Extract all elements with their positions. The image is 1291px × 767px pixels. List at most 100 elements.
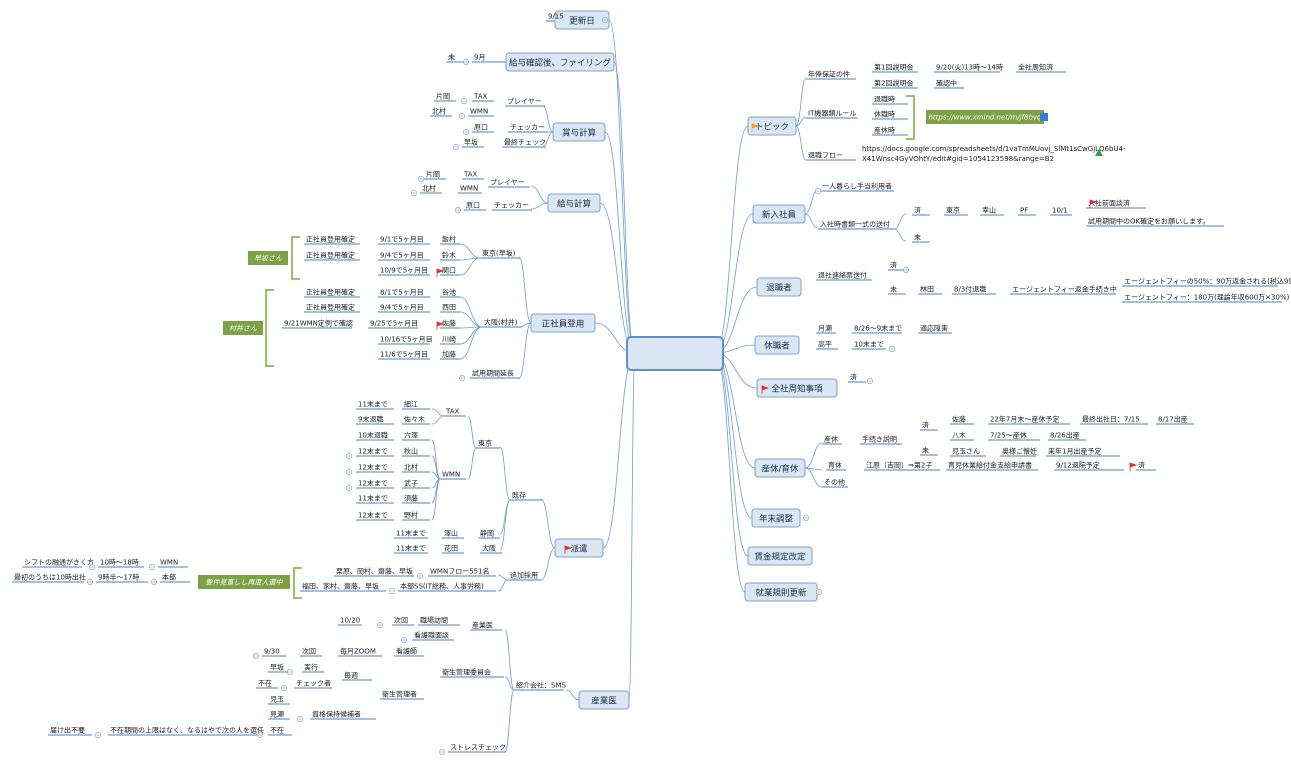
central-topic-box[interactable] (626, 336, 724, 371)
topic-kyuyo_kakunin-box[interactable] (505, 52, 615, 72)
connector (499, 499, 511, 551)
url-line-1: https://docs.google.com/spreadsheets/d/1… (862, 145, 1126, 153)
node-todoke: 届け出不要 (50, 726, 85, 735)
node-o2c: 西田 (442, 304, 456, 312)
node-h1b: 細江 (404, 400, 418, 409)
node-sy_tax: TAX (473, 93, 488, 101)
topic-haken-label: 派遣 (570, 544, 588, 555)
node-yoshimura: 見瀬 (270, 710, 284, 719)
topic-nenmatsu-box[interactable] (751, 508, 801, 528)
connector (504, 629, 515, 691)
connector (530, 202, 549, 210)
node-tokyo: 東京(早坂) (482, 249, 516, 258)
node-sk_mi: 未 (922, 446, 929, 455)
node-taishoku_renraku: 退社連絡票送付 (818, 271, 867, 280)
flag-icon (751, 123, 760, 132)
node-o5b: 11/6で5ヶ月目 (380, 351, 428, 359)
node-t3b: 10/9で5ヶ月目 (380, 267, 428, 275)
node-o1b: 8/1で5ヶ月目 (380, 289, 424, 297)
topic-haken-box[interactable] (554, 538, 604, 558)
node-kc_tax_n: 片岡 (426, 170, 440, 179)
node-maishu: 毎週 (344, 671, 358, 680)
node-kg_d: 9/30 (264, 648, 280, 656)
node-h3b: 穴澤 (404, 431, 418, 440)
topic-kyuyo-box[interactable] (547, 193, 601, 213)
topic-kyuyo-label: 給与計算 (557, 199, 592, 210)
topic-shinnyu-box[interactable] (752, 204, 806, 224)
topic-topic-box[interactable] (747, 116, 797, 136)
node-shokai: 紹介会社：SMS (516, 681, 566, 690)
node-wmn2: WMN (442, 471, 460, 479)
node-sato_3: 8/17出産 (1158, 415, 1188, 424)
boundary-bracket (293, 567, 302, 599)
node-sz_c: 静岡 (480, 529, 494, 538)
node-zumi: 済 (914, 206, 921, 215)
topic-taishokusha-box[interactable] (756, 277, 802, 297)
node-kyu_d: 8/26〜9末まで (854, 324, 902, 333)
node-sy_checker_n: 原口 (474, 124, 488, 132)
boundary-label-jouken: 要件見直しし再度人選中 (206, 579, 284, 587)
boundary-label-jouken-bg (198, 575, 290, 589)
node-t2c: 鈴木 (442, 251, 456, 260)
node-o2a: 正社員登用確定 (306, 303, 355, 312)
drive-icon (1095, 149, 1103, 156)
node-eisei_kanri: 衛生管理者 (382, 690, 417, 699)
node-h4b: 秋山 (404, 447, 418, 456)
node-h1a: 11末まで (358, 400, 388, 409)
topic-sangyoi-box[interactable] (578, 690, 630, 710)
node-h3a: 10末退職 (358, 431, 388, 440)
connector (604, 131, 636, 354)
markers (87, 17, 1138, 755)
connector (431, 408, 445, 417)
topic-shoyo-box[interactable] (552, 122, 606, 142)
node-h2b: 佐々木 (404, 415, 425, 424)
connector (714, 352, 753, 519)
node-o1a: 正社員登用確定 (306, 288, 355, 297)
connector (504, 689, 515, 753)
node-nyusha_menkai: 入社前面談済 (1088, 199, 1130, 208)
node-h7b: 須藤 (404, 494, 418, 503)
connector (459, 311, 483, 328)
node-d83: 8/3付退職 (954, 285, 986, 294)
connector (540, 498, 556, 549)
node-kg_zoom: 毎月ZOOM (340, 647, 376, 656)
topic-nenmatsu-label: 年末調整 (759, 514, 794, 525)
topic-shuchi-box[interactable] (756, 378, 838, 398)
boundaries (265, 95, 915, 599)
node-h4a: 12末まで (358, 447, 388, 456)
node-sy_final: 最終チェック (504, 138, 546, 147)
node-os_c: 大阪 (482, 544, 496, 553)
connector (795, 77, 807, 127)
topic-koshin-box[interactable] (554, 10, 610, 30)
node-fuzai_note: 不在期間の上限はなく、なるはやで次の人を選任 (110, 726, 264, 735)
topic-kyushokusha-box[interactable] (754, 335, 800, 355)
topic-seishain-box[interactable] (530, 313, 596, 333)
node-ik_zumi: 済 (1138, 461, 1145, 470)
node-sz_a: 11末まで (396, 529, 426, 538)
node-h6a: 12末まで (358, 479, 388, 488)
node-os_b: 花田 (444, 544, 458, 553)
node-o3b: 9/25で5ヶ月目 (370, 320, 418, 328)
node-kyushoku_ji: 休職時 (874, 110, 895, 119)
connector (893, 228, 907, 242)
topic-sankyu-box[interactable] (754, 458, 806, 478)
link-icon[interactable] (1040, 113, 1048, 121)
connector (714, 352, 749, 557)
node-h5a: 12末まで (358, 463, 388, 472)
node-kc_checker_n: 原口 (466, 202, 480, 210)
node-t1b: 9/1で5ヶ月目 (380, 236, 424, 244)
node-hachiki: 八木 (952, 431, 966, 440)
node-jikko: 実行 (304, 663, 318, 672)
node-hachiki_1: 7/25〜産休 (990, 431, 1027, 440)
node-agent2: エージェントフィー：180万(理論年収600万×30%) (1124, 293, 1290, 302)
node-sg_mtg: 看護職面談 (414, 631, 449, 640)
connector (565, 689, 580, 701)
node-shikaku: 資格保持候補者 (312, 710, 361, 719)
node-sg_visit: 職場訪問 (420, 616, 448, 625)
topic-chingin-box[interactable] (747, 546, 813, 566)
connector (518, 322, 532, 379)
node-ts1b: WMNフロー551名 (430, 567, 490, 576)
node-tokyo2: 東京 (478, 439, 492, 448)
node-t3c: 関口 (442, 267, 456, 275)
